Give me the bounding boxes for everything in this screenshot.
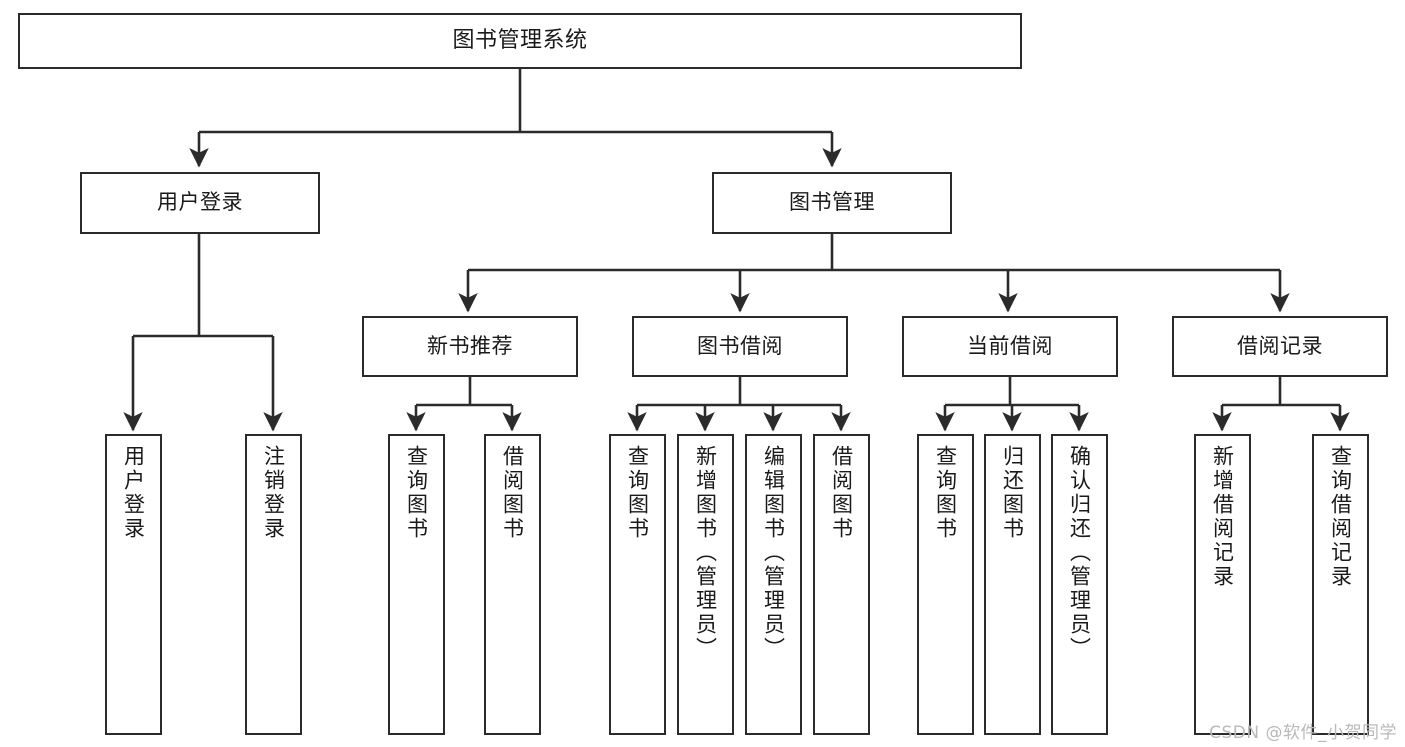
node-label: 借阅图书 [500, 445, 525, 541]
leaf-user-logout[interactable]: 注销登录 [245, 434, 302, 735]
node-label: 用户登录 [121, 445, 146, 541]
node-label: 注销登录 [261, 445, 286, 541]
node-label: 借阅图书 [829, 445, 854, 541]
node-label: 借阅记录 [1237, 333, 1323, 358]
node-label: 新增图书（管理员） [693, 445, 718, 661]
node-label: 确认归还（管理员） [1067, 445, 1092, 661]
leaf-record-query-record[interactable]: 查询借阅记录 [1312, 434, 1369, 735]
node-label: 查询图书 [404, 445, 429, 541]
node-label: 图书借阅 [697, 333, 783, 358]
node-label: 归还图书 [1000, 445, 1025, 541]
node-label: 当前借阅 [967, 333, 1053, 358]
leaf-current-query-book[interactable]: 查询图书 [917, 434, 974, 735]
leaf-borrow-query-book[interactable]: 查询图书 [609, 434, 666, 735]
leaf-recommend-query-book[interactable]: 查询图书 [388, 434, 445, 735]
node-book-borrow[interactable]: 图书借阅 [632, 316, 848, 377]
node-book-management[interactable]: 图书管理 [712, 172, 952, 234]
leaf-current-confirm-return-admin[interactable]: 确认归还（管理员） [1051, 434, 1108, 735]
node-label: 用户登录 [157, 190, 243, 215]
leaf-recommend-borrow-book[interactable]: 借阅图书 [484, 434, 541, 735]
node-label: 编辑图书（管理员） [761, 445, 786, 661]
node-label: 新增借阅记录 [1210, 445, 1235, 589]
node-label: 查询借阅记录 [1328, 445, 1353, 589]
leaf-current-return-book[interactable]: 归还图书 [984, 434, 1041, 735]
leaf-user-login[interactable]: 用户登录 [105, 434, 162, 735]
node-label: 图书管理系统 [452, 27, 588, 53]
leaf-borrow-edit-book-admin[interactable]: 编辑图书（管理员） [745, 434, 802, 735]
node-label: 查询图书 [625, 445, 650, 541]
node-label: 新书推荐 [427, 333, 513, 358]
watermark: CSDN @软件_小贺同学 [1209, 723, 1397, 743]
node-label: 查询图书 [933, 445, 958, 541]
node-new-book-recommend[interactable]: 新书推荐 [362, 316, 578, 377]
node-current-borrow[interactable]: 当前借阅 [902, 316, 1118, 377]
node-root-system[interactable]: 图书管理系统 [18, 13, 1022, 69]
node-borrow-record[interactable]: 借阅记录 [1172, 316, 1388, 377]
node-user-login[interactable]: 用户登录 [80, 172, 320, 234]
leaf-borrow-add-book-admin[interactable]: 新增图书（管理员） [677, 434, 734, 735]
leaf-borrow-borrow-book[interactable]: 借阅图书 [813, 434, 870, 735]
leaf-record-add-record[interactable]: 新增借阅记录 [1194, 434, 1251, 735]
node-label: 图书管理 [789, 190, 875, 215]
